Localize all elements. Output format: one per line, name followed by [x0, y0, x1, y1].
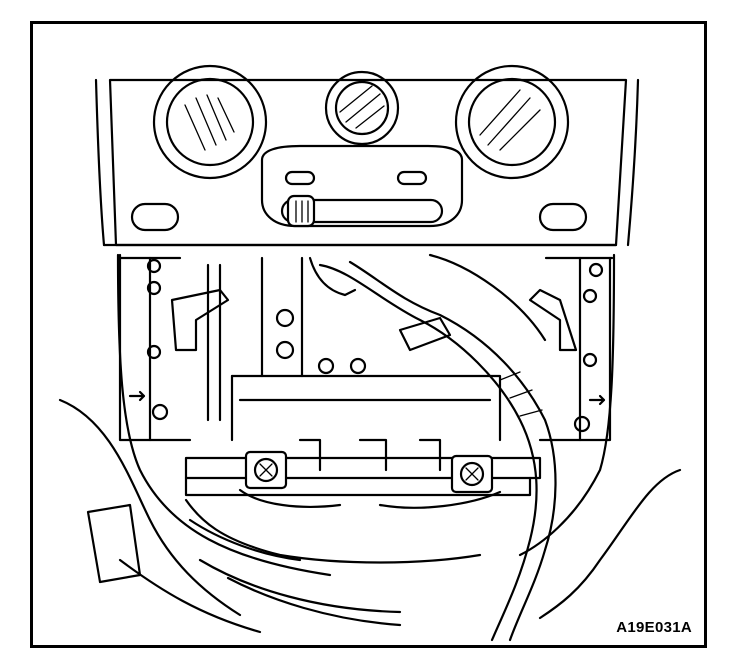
temperature-knob: [454, 64, 570, 180]
mode-slider: [280, 198, 444, 224]
center-vent-knob: [324, 70, 400, 146]
wiring-harness: [308, 253, 557, 642]
mounting-bolt-right: [459, 461, 485, 487]
figure-frame: [30, 21, 707, 648]
mounting-bolt-left: [253, 457, 279, 483]
figure-id-label: A19E031A: [616, 619, 692, 636]
climate-control-panel: [108, 64, 628, 247]
radio-chassis: [184, 438, 542, 564]
fan-speed-knob: [152, 64, 268, 180]
dashboard-outline: [58, 78, 682, 620]
radio-cavity: [118, 253, 614, 442]
lower-console: [86, 503, 402, 634]
